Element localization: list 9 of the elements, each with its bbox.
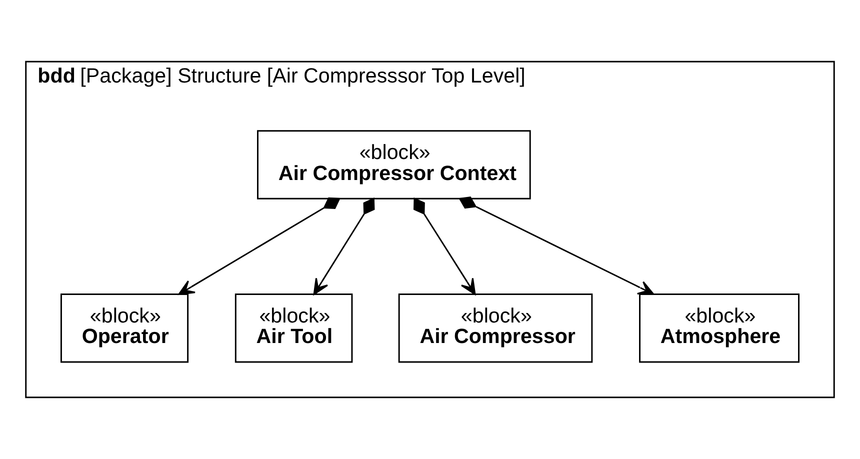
node-box: «block» Atmosphere <box>639 294 800 363</box>
arrow <box>178 197 341 295</box>
node-box: «block» Operator <box>60 294 189 363</box>
arrow <box>458 196 654 295</box>
node-box: «block» Air Tool <box>234 294 353 363</box>
arrow <box>413 198 476 295</box>
node-box: «block» Air Compressor <box>398 294 593 363</box>
node-box: «block» Air Compressor Context <box>257 130 531 200</box>
arrow <box>313 198 375 295</box>
